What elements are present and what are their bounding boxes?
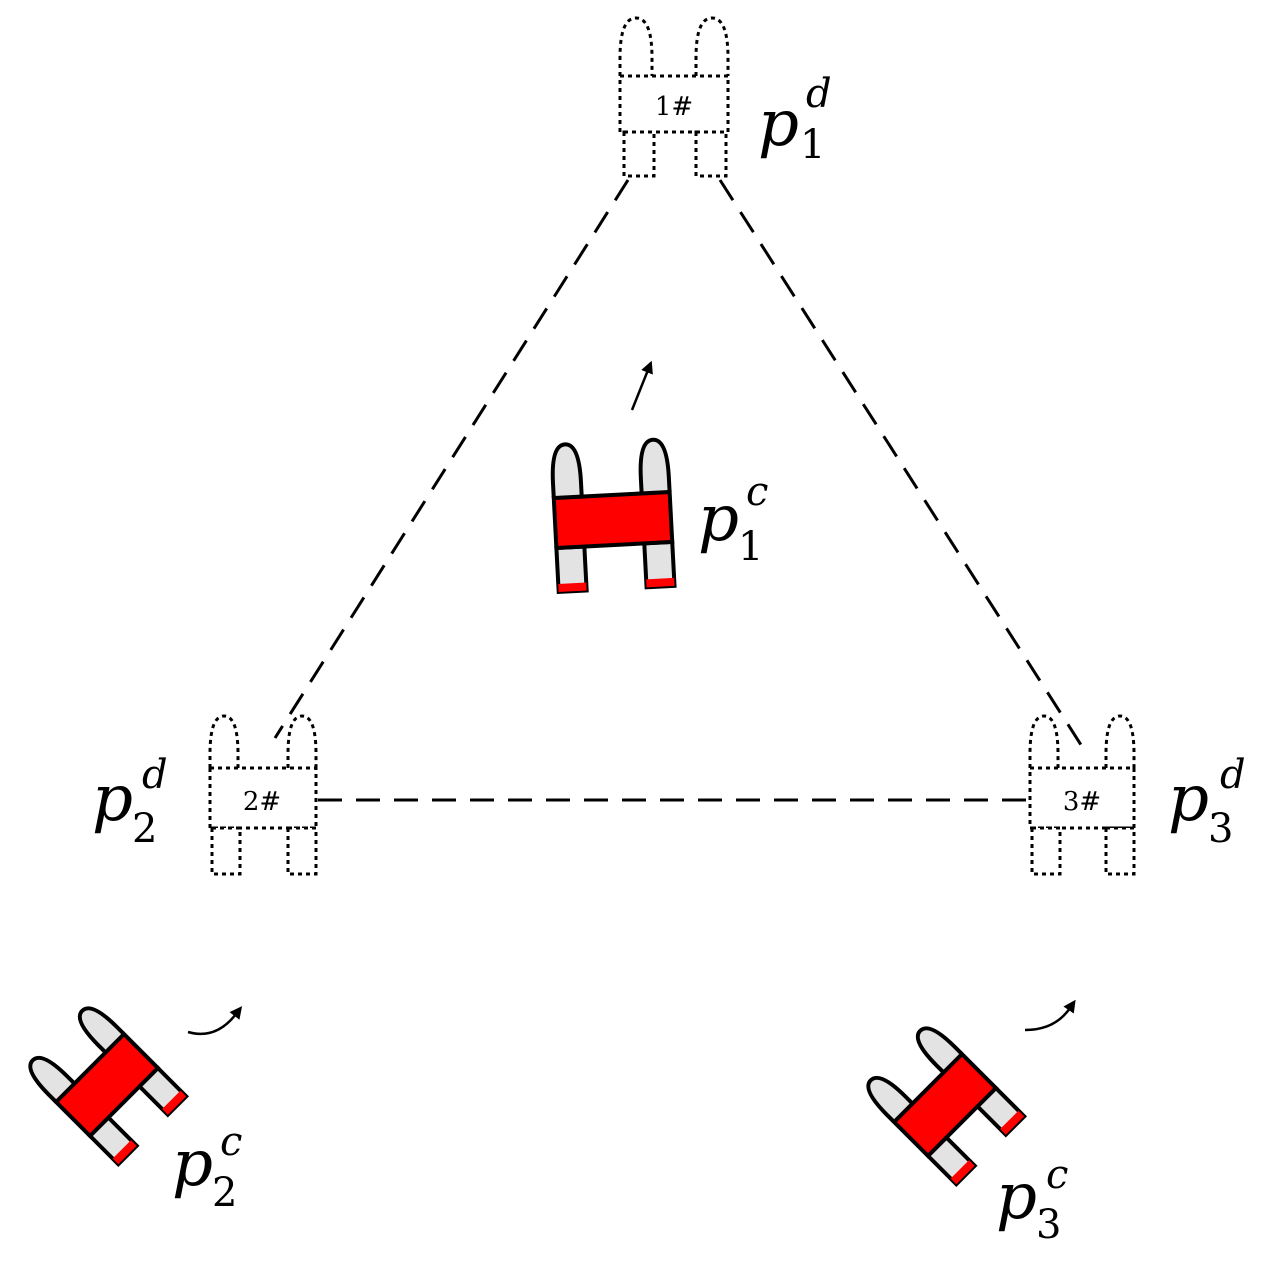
robot-icon xyxy=(550,442,584,499)
formation-triangle xyxy=(273,179,1085,802)
desired-robot-1: 1# xyxy=(618,16,730,178)
arrow-icon xyxy=(630,360,653,411)
desired-robot-3: 3# xyxy=(1028,714,1136,876)
desired-robot-3-id: 3# xyxy=(1063,787,1101,817)
label-p2-current: p 2 c xyxy=(172,1119,242,1216)
arrow-icon xyxy=(1024,999,1076,1032)
label-p2-desired: p 2 d xyxy=(92,752,168,852)
label-p1-current: p 1 c xyxy=(698,469,768,570)
desired-robot-1-id: 1# xyxy=(655,92,693,122)
current-robot-3 xyxy=(866,1026,1028,1188)
motion-arrows xyxy=(187,360,1076,1036)
arrow-icon xyxy=(187,1006,243,1036)
edge-1-2 xyxy=(273,179,630,739)
desired-robot-2-id: 2# xyxy=(243,787,281,817)
label-p3-current: p 3 c xyxy=(996,1152,1068,1248)
current-robot-2 xyxy=(28,1006,190,1168)
ghost-robot-icon xyxy=(618,16,654,76)
label-p1-desired: p 1 d xyxy=(758,71,832,168)
edge-1-3 xyxy=(718,179,1085,749)
desired-robot-2: 2# xyxy=(208,714,318,876)
current-robot-1 xyxy=(550,437,677,595)
label-p3-desired: p 3 d xyxy=(1168,752,1246,852)
